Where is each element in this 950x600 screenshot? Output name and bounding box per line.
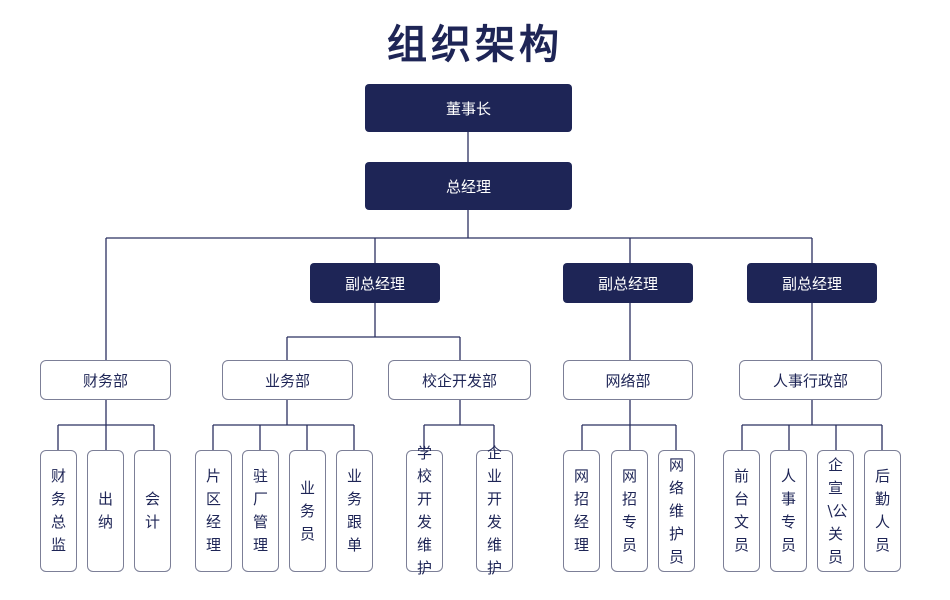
role-online-recruit-specialist: 网招专员: [611, 450, 648, 572]
role-factory-management: 驻厂管理: [242, 450, 279, 572]
role-online-recruit-manager: 网招经理: [563, 450, 600, 572]
dept-business: 业务部: [222, 360, 353, 400]
role-school-development: 学校开发维护: [406, 444, 443, 577]
role-area-manager: 片区经理: [195, 450, 232, 572]
dept-network: 网络部: [563, 360, 693, 400]
role-accountant: 会计: [134, 450, 171, 572]
role-salesperson: 业务员: [289, 450, 326, 572]
node-vice-gm-3: 副总经理: [747, 263, 877, 303]
node-vice-gm-2: 副总经理: [563, 263, 693, 303]
role-network-maintenance: 网络维护员: [658, 450, 695, 572]
node-general-manager: 总经理: [365, 162, 572, 210]
role-logistics: 后勤人员: [864, 450, 901, 572]
page-title: 组织架构: [387, 21, 563, 68]
role-pr-officer: 企宣\公关员: [817, 450, 854, 572]
dept-school-enterprise: 校企开发部: [388, 360, 531, 400]
role-cashier: 出纳: [87, 450, 124, 572]
node-chairman: 董事长: [365, 84, 572, 132]
role-hr-specialist: 人事专员: [770, 450, 807, 572]
dept-hr-admin: 人事行政部: [739, 360, 882, 400]
node-vice-gm-1: 副总经理: [310, 263, 440, 303]
dept-finance: 财务部: [40, 360, 171, 400]
role-enterprise-development: 企业开发维护: [476, 444, 513, 577]
role-front-desk: 前台文员: [723, 450, 760, 572]
role-finance-director: 财务总监: [40, 450, 77, 572]
role-order-follow-up: 业务跟单: [336, 450, 373, 572]
